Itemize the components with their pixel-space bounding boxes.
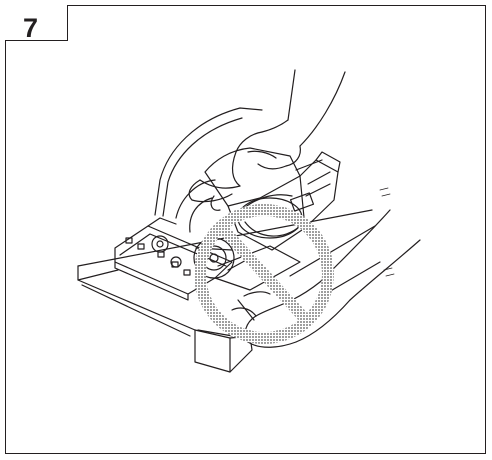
motion-hatching [379, 187, 395, 277]
right-hand [188, 69, 346, 211]
figure-number: 7 [23, 13, 39, 43]
saw-base-plate [114, 217, 301, 301]
left-hand [231, 209, 421, 348]
figure-frame [5, 5, 486, 454]
figure-tab: 7 [5, 5, 68, 43]
no-symbol-icon [194, 204, 334, 344]
